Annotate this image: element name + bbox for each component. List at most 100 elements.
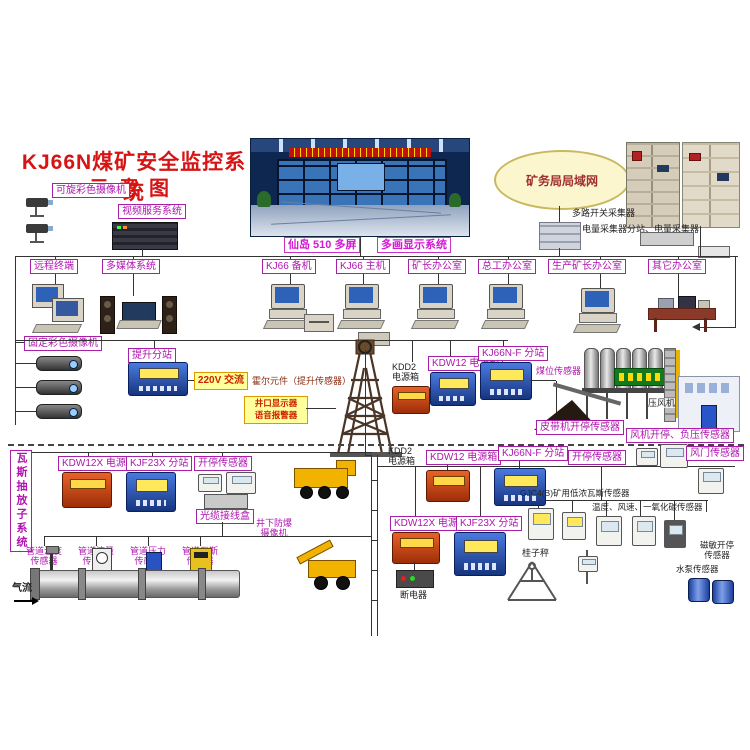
kdw12x-power-device [62,472,112,508]
label-belt-onoff-sensor: 皮带机开停传感器 [536,420,624,435]
water-pump-icon [688,578,710,602]
fixed-camera-icon [36,356,82,371]
connector-line [700,327,736,328]
collector-device [640,232,694,246]
network-device [539,222,581,250]
connector-line [414,562,415,570]
gas-sensor-device [562,512,586,540]
label-remote-terminal: 远程终端 [30,259,78,274]
connector-line [15,257,16,425]
onoff-sensor-device [198,474,222,492]
pipe-temp-probe [50,550,53,572]
label-kj66-backup: KJ66 备机 [262,259,316,274]
label-production-director-office: 生产矿长办公室 [548,259,626,274]
connector-line [15,256,738,257]
connector-line [32,452,372,453]
label-director-office: 矿长办公室 [408,259,466,274]
connector-line [735,257,736,327]
fixed-camera-icon [36,404,82,419]
connector-line [152,453,153,457]
room-plant [257,191,271,207]
label-chief-engineer-office: 总工办公室 [478,259,536,274]
lan-cloud: 矿务局局域网 [494,150,630,210]
connector-line [674,501,675,520]
video-server-rack [112,222,178,250]
label-pump-sensor: 水泵传感器 [676,564,719,574]
ptz-camera-icon [26,222,56,246]
label-kjf23x-substation-left: KJF23X 分站 [126,456,193,471]
control-room-image [250,138,470,237]
speaker-icon [162,296,177,334]
label-fiber-junction-box: 光缆接线盒 [196,509,254,524]
coal-silo [600,348,615,390]
label-scale: 桂子秤 [522,548,550,558]
room-banner [289,148,431,157]
mining-machine [294,458,364,502]
label-multimedia-system: 多媒体系统 [102,259,160,274]
connector-line [519,460,520,468]
connector-line [700,226,701,256]
connector-line [16,363,36,364]
connector-line [187,380,194,381]
label-kdd2-power-top2: 电源箱 [392,372,420,382]
kdw12-power-device [430,372,476,406]
shaft-tie [371,540,378,541]
pipe-pressure-transmitter [146,552,162,572]
airflow-arrow-line [14,600,32,602]
label-airflow: 气流 [12,583,32,594]
connector-line [16,340,508,341]
label-kj66nf-substation-bottom: KJ66N-F 分站 [498,446,569,461]
silo-frame [582,388,666,393]
onoff-sensor-device [226,472,256,494]
kdw12-power-device-bottom [426,470,470,502]
connector-line [415,467,416,516]
speaker-icon [100,296,115,334]
connector-line [88,453,89,457]
fiber-junction-box [204,494,248,509]
label-fixed-camera: 固定彩色摄像机 [24,336,102,351]
label-collector-1: 多路开关采集器 [572,208,636,218]
fixed-camera-icon [36,380,82,395]
label-gjc4-gas-sensor: GJC4(B)矿用低浓瓦斯传感器 [520,488,630,498]
connector-line [606,501,607,516]
connector-line [44,537,45,546]
label-other-office: 其它办公室 [648,259,706,274]
kdw12x-power-device-bottom [392,532,440,564]
connector-line [480,467,481,516]
label-fan-pressure-sensor: 风机开停、负压传感器 [626,428,734,443]
other-office-desk [646,294,716,334]
label-air-compressor: 压风机 [648,398,676,408]
equipment-cabinet [626,142,680,228]
production-director-office-pc [572,288,622,333]
pipe-flow-meter [92,548,112,572]
connector-line [133,257,134,296]
label-hall-sensor: 霍尔元件（提升传感器） [252,376,352,386]
connector-line [601,467,602,500]
pipe-flange [78,568,86,600]
connector-line [572,501,573,512]
shaft-line [377,455,378,636]
connector-line [96,537,97,546]
label-breaker: 断电器 [400,590,428,600]
collector-device [698,246,730,258]
label-kdd2-power-top: KDD2 [392,362,417,372]
label-onoff-sensor-right: 开停传感器 [568,450,626,465]
label-air-door-sensor: 风门传感器 [686,446,744,461]
connector-line [706,501,707,512]
water-pump-icon [712,580,734,604]
temp-wind-co-sensor [632,516,656,546]
shaft-line [371,455,372,636]
portal-display-line1: 井口显示器 [254,398,298,408]
connector-line [154,341,155,348]
connector-line [447,464,448,470]
gas-drainage-text: 瓦斯抽放子系统 [15,452,27,550]
multimedia-speakers-laptop [100,294,177,336]
connector-line [526,500,708,501]
connector-line [377,466,735,467]
director-office-pc [410,284,460,329]
air-door-sensor-device [698,468,724,494]
connector-line [530,380,556,381]
temp-wind-co-sensor [596,516,622,546]
temp-wind-co-sensor [664,520,686,548]
connector-line [412,341,413,362]
